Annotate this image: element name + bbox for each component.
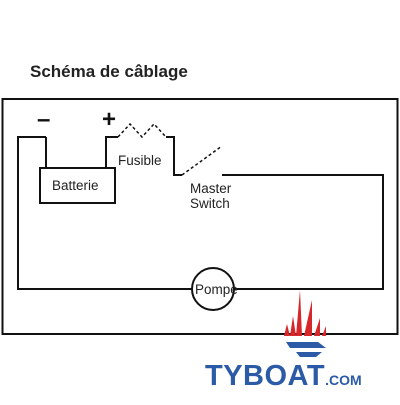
logo-wordmark: TYBOAT.COM	[205, 362, 362, 391]
battery-positive-post	[105, 136, 118, 168]
wire-right	[222, 174, 384, 290]
fuse-label: Fusible	[118, 153, 162, 168]
switch-label-switch: Switch	[190, 196, 230, 211]
plus-sign: +	[102, 106, 117, 133]
wire-left	[17, 136, 192, 290]
wire-fuse-to-switch	[166, 136, 182, 176]
switch-label-master: Master	[190, 181, 232, 196]
battery-label: Batterie	[52, 178, 99, 193]
minus-sign: –	[37, 106, 51, 133]
fuse-symbol	[117, 122, 167, 139]
diagram-title: Schéma de câblage	[30, 62, 188, 81]
pump-circle	[191, 267, 235, 311]
pump-label: Pompe	[195, 282, 238, 297]
diagram-frame	[1, 98, 399, 335]
battery-box	[39, 167, 116, 204]
logo-name: TYBOAT	[205, 360, 326, 392]
logo-domain: .COM	[325, 372, 362, 388]
logo-sail-icon	[284, 290, 326, 336]
logo-wave-icon	[286, 342, 326, 357]
master-switch-symbol	[181, 145, 223, 176]
